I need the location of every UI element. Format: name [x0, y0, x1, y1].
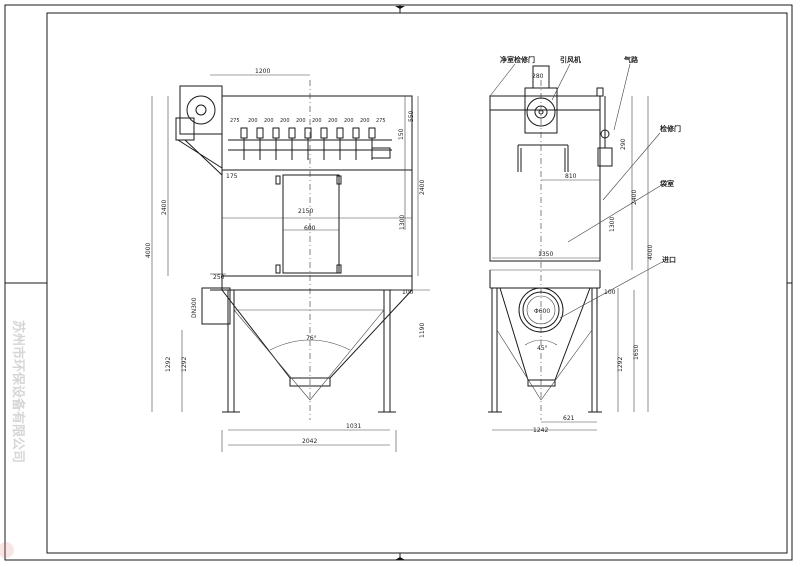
pulse-valve	[272, 127, 280, 160]
side-view	[488, 63, 663, 431]
dim-hopper-height: 1190	[419, 323, 426, 338]
label-bag-room: 袋室	[659, 179, 674, 188]
dim-leg-height-inner: 1292	[181, 357, 188, 372]
dim-spacing: 200	[328, 118, 338, 124]
dim-spacing: 200	[344, 118, 354, 124]
label-inlet: 进口	[662, 255, 676, 264]
dim-inlet-dia: Φ600	[534, 308, 550, 315]
drawing-frame	[4, 4, 793, 561]
dim-hopper-angle: 45°	[537, 345, 548, 352]
dim-hopper-angle: 76°	[306, 335, 317, 342]
dim-spacing: 275	[230, 118, 240, 124]
dim-spacing: 200	[280, 118, 290, 124]
dim-spacing: 200	[248, 118, 258, 124]
dim-total-height: 4000	[647, 245, 654, 260]
label-air-line: 气路	[623, 55, 639, 64]
label-clean-room-door: 净室检修门	[500, 55, 535, 64]
pulse-valve	[288, 127, 296, 160]
dim-door-height: 1300	[609, 217, 616, 232]
valve-spacing-dims: 275 200 200 200 200 200 200 200 200 275	[230, 118, 386, 124]
pulse-valve	[352, 127, 360, 160]
dim-100: 100	[402, 289, 414, 296]
dim-150: 150	[398, 128, 405, 140]
dim-half-span: 621	[563, 415, 575, 422]
pulse-valve	[336, 127, 344, 160]
dim-spacing: 200	[264, 118, 274, 124]
side-view-labels: 净室检修门 引风机 气路 检修门 袋室 进口	[500, 55, 681, 264]
pulse-valve	[240, 127, 248, 160]
stamp-text: 苏州市环保设备有限公司	[10, 320, 26, 463]
dim-upper-height: 2400	[161, 200, 168, 215]
dim-upper-height-right: 2400	[419, 180, 426, 195]
dim-door-height: 1300	[399, 215, 406, 230]
pulse-valve	[304, 127, 312, 160]
dim-air: 290	[620, 138, 627, 150]
dim-175: 175	[226, 173, 238, 180]
dim-top-width: 1200	[255, 68, 270, 75]
dim-250: 250	[213, 274, 225, 281]
dim-spacing: 275	[376, 118, 386, 124]
dim-base-width: 2042	[302, 438, 317, 445]
dim-leg-height: 1292	[165, 357, 172, 372]
front-view	[151, 74, 430, 452]
label-inspection-door: 检修门	[660, 124, 681, 133]
dim-bag-height: 2400	[631, 190, 638, 205]
dim-base-width: 1242	[533, 427, 548, 434]
dim-fan-outlet: 280	[532, 73, 544, 80]
dim-body-width: 2150	[298, 208, 313, 215]
dim-body-width: 1350	[538, 251, 553, 258]
dim-spacing: 200	[360, 118, 370, 124]
pulse-valve	[320, 127, 328, 160]
dim-leg-height: 1292	[617, 357, 624, 372]
pulse-valve	[256, 127, 264, 160]
dim-half-span: 1031	[346, 423, 361, 430]
dim-550: 550	[408, 110, 415, 122]
dim-door-width: 600	[304, 225, 316, 232]
dim-spacing: 200	[312, 118, 322, 124]
company-stamp: 苏州市环保设备有限公司	[0, 320, 26, 558]
dim-fan-offset: 810	[565, 173, 577, 180]
side-view-dims: 280 810 290 2400 1300 4000 1350 100 1650…	[532, 73, 654, 434]
dim-total-height: 4000	[145, 243, 152, 258]
pulse-valve-row	[240, 127, 376, 160]
dim-spacing: 200	[296, 118, 306, 124]
dim-lower-height: 1650	[633, 345, 640, 360]
label-fan: 引风机	[560, 55, 581, 64]
dim-dn300: DN300	[191, 297, 198, 318]
front-view-dims: 1200 275 200 200 200 200 200 200 200 200…	[145, 68, 426, 445]
dim-flange: 100	[604, 289, 616, 296]
